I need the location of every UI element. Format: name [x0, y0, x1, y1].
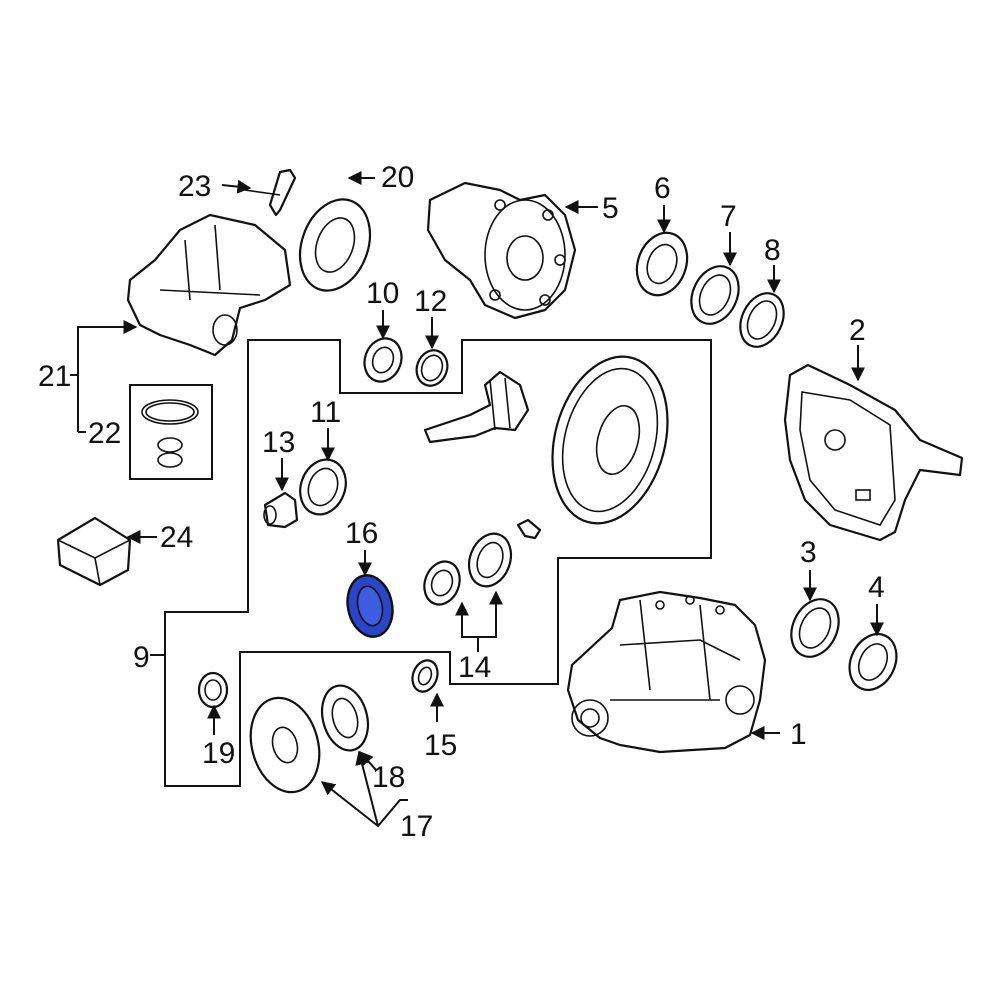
callout-5[interactable]: 5	[602, 192, 619, 225]
bearing-10-part[interactable]	[359, 333, 408, 387]
washer-15-part[interactable]	[408, 657, 441, 695]
leader-lines	[70, 171, 884, 828]
seal-16-highlighted-part[interactable]	[342, 571, 398, 641]
actuator-21-part[interactable]	[126, 213, 292, 357]
bearing-14b-part[interactable]	[462, 528, 518, 592]
callout-11[interactable]: 11	[310, 396, 341, 429]
axle-housing-part[interactable]	[566, 590, 767, 754]
bearing-11-part[interactable]	[293, 453, 353, 521]
callout-14[interactable]: 14	[458, 651, 491, 684]
seal-20-part[interactable]	[288, 190, 382, 301]
callout-18[interactable]: 18	[372, 761, 405, 794]
bearing-14a-part[interactable]	[419, 557, 466, 610]
callout-8[interactable]: 8	[764, 234, 781, 267]
breather-23-part[interactable]	[244, 168, 297, 217]
callout-6[interactable]: 6	[654, 172, 671, 205]
callout-13[interactable]: 13	[262, 426, 295, 459]
callout-labels: 1 2 3 4 5 6 7 8 9 10 11 12 13 14 15 16 1…	[38, 161, 885, 843]
pinion-gear-part[interactable]	[423, 370, 530, 444]
oring-set-22-part[interactable]	[129, 384, 213, 480]
callout-22[interactable]: 22	[88, 417, 121, 450]
callout-19[interactable]: 19	[202, 737, 235, 770]
callout-1[interactable]: 1	[790, 718, 807, 751]
callout-24[interactable]: 24	[160, 521, 193, 554]
module-24-part[interactable]	[56, 516, 132, 587]
callout-3[interactable]: 3	[800, 536, 817, 569]
bolt-part[interactable]	[516, 518, 542, 540]
callout-2[interactable]: 2	[849, 314, 866, 347]
seal-18-part[interactable]	[315, 680, 375, 755]
callout-12[interactable]: 12	[414, 285, 447, 318]
bearing-race-3-part[interactable]	[782, 592, 847, 665]
callout-9[interactable]: 9	[133, 641, 150, 674]
race-7-part[interactable]	[682, 259, 747, 332]
callout-23[interactable]: 23	[178, 170, 211, 203]
bearing-6-part[interactable]	[629, 226, 696, 303]
callout-16[interactable]: 16	[345, 517, 378, 550]
callout-20[interactable]: 20	[381, 161, 414, 194]
seal-4-part[interactable]	[841, 626, 905, 697]
spacer-13-part[interactable]	[263, 491, 299, 529]
callout-15[interactable]: 15	[424, 729, 457, 762]
callout-7[interactable]: 7	[720, 200, 737, 233]
nut-19-part[interactable]	[197, 671, 229, 709]
differential-case-part[interactable]	[426, 181, 577, 320]
callout-21[interactable]: 21	[38, 360, 71, 393]
group-9-outline	[164, 339, 712, 787]
ring-gear-part[interactable]	[535, 344, 685, 537]
callout-17[interactable]: 17	[400, 810, 433, 843]
shim-8-part[interactable]	[732, 286, 792, 354]
flange-17-part[interactable]	[241, 690, 330, 800]
housing-cover-part[interactable]	[783, 363, 964, 542]
oring-12-part[interactable]	[412, 346, 453, 390]
callout-4[interactable]: 4	[868, 571, 885, 604]
callout-10[interactable]: 10	[366, 277, 399, 310]
